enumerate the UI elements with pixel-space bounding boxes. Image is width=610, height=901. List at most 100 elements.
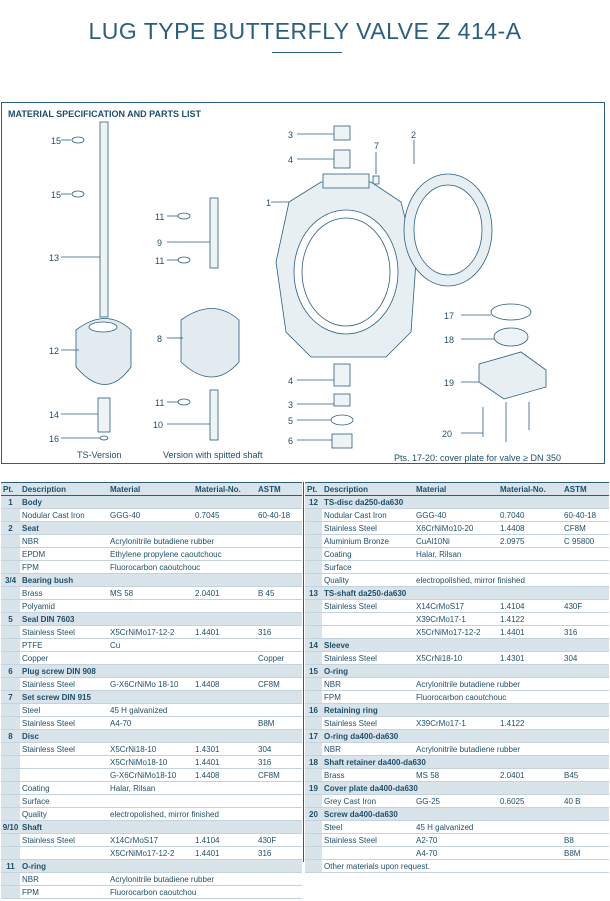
cell-description: Quality [322,573,414,587]
cell-pt [1,703,20,717]
callout-5: 5 [288,416,293,426]
cell-pt [305,547,322,561]
cell-description: PTFE [20,638,108,652]
cell-description [322,612,414,626]
callout-12: 12 [49,346,59,356]
cell-description [20,755,108,769]
cell-material [414,664,498,678]
cell-material-no [498,664,562,678]
cell-astm [256,495,302,509]
sleeve-14 [97,397,111,433]
split-shaft-caption: Version with spitted shaft [163,450,263,460]
callout-4b: 4 [288,376,293,386]
cell-pt [1,833,20,847]
cell-material [414,638,498,652]
cell-astm [562,586,609,600]
cell-material-no [498,638,562,652]
cell-material [108,664,193,678]
cell-description: Stainless Steel [322,599,414,613]
cover-plate-19 [478,351,547,400]
cell-description: NBR [20,872,108,886]
cell-description: Bearing bush [20,573,108,587]
cell-description: Seal DIN 7603 [20,612,108,626]
cell-astm [256,690,302,704]
retainer-18 [493,327,529,347]
cell-material [414,495,498,509]
cell-material-no: 0.7045 [193,508,256,522]
cell-pt [1,677,20,691]
cell-description: FPM [322,690,414,704]
cell-astm: 40 B [562,794,609,808]
cell-pt [305,846,322,860]
cell-description: Body [20,495,108,509]
cell-description: Coating [322,547,414,561]
cell-description: NBR [322,677,414,691]
cell-description: Quality [20,807,108,821]
callout-18: 18 [444,335,454,345]
cell-pt [1,508,20,522]
cell-description: EPDM [20,547,108,561]
cell-description: Stainless Steel [20,742,108,756]
cell-pt [305,521,322,535]
cell-material-no: 1.4408 [193,768,256,782]
cell-astm [256,599,302,613]
cell-description: Stainless Steel [322,521,414,535]
col-pt: Pt. [1,482,20,496]
cell-description: Shaft [20,820,108,834]
parts-table-right: Pt. Description Material Material-No. AS… [305,482,609,873]
cell-material: Ethylene propylene caoutchouc [108,547,222,561]
cell-material-no [498,807,562,821]
cell-material-no [498,573,562,587]
shaft-9 [209,197,219,269]
cell-material-no [193,560,256,574]
cell-material: X5CrNi18-10 [414,651,498,665]
cell-pt [305,820,322,834]
cell-description: Retaining ring [322,703,414,717]
cell-astm [256,729,302,743]
cell-pt [305,794,322,808]
body-parts [271,125,547,449]
cell-astm [562,547,609,561]
callout-11c: 11 [155,398,164,408]
cell-material-no [498,547,562,561]
callout-15a: 15 [51,136,61,146]
cell-material-no [193,638,256,652]
cell-pt [1,768,20,782]
cell-description: Seat [20,521,108,535]
cell-material [108,794,193,808]
cell-material-no [498,755,562,769]
disc-boss [88,321,118,333]
callout-3a: 3 [288,130,293,140]
cell-material: X39CrMo17-1 [414,716,498,730]
cell-pt [1,794,20,808]
cell-material: X6CrNiMo10-20 [414,521,498,535]
cell-material: electropolished, mirror finished [108,807,219,821]
cell-material: Acrylonitrile butadiene rubber [414,742,521,756]
cell-material: Fluorocarbon caoutchouc [414,690,507,704]
cell-description: NBR [322,742,414,756]
cell-material: X5CrNiMo17-12-2 [108,846,193,860]
cell-material-no [193,599,256,613]
cell-astm: 304 [256,742,302,756]
cell-description: TS-disc da250-da630 [322,495,414,509]
cell-material: Acrylonitrile butadiene rubber [108,872,215,886]
cell-description: Stainless Steel [322,716,414,730]
cell-material-no [193,859,256,873]
cell-material-no: 1.4104 [498,599,562,613]
cell-astm [256,807,302,821]
cell-description: Aluminium Bronze [322,534,414,548]
cell-description: FPM [20,885,108,899]
cell-astm: 304 [562,651,609,665]
cell-astm [562,677,609,691]
cell-material-no [498,690,562,704]
cell-pt: 20 [305,807,322,821]
cell-description: Stainless Steel [322,833,414,847]
